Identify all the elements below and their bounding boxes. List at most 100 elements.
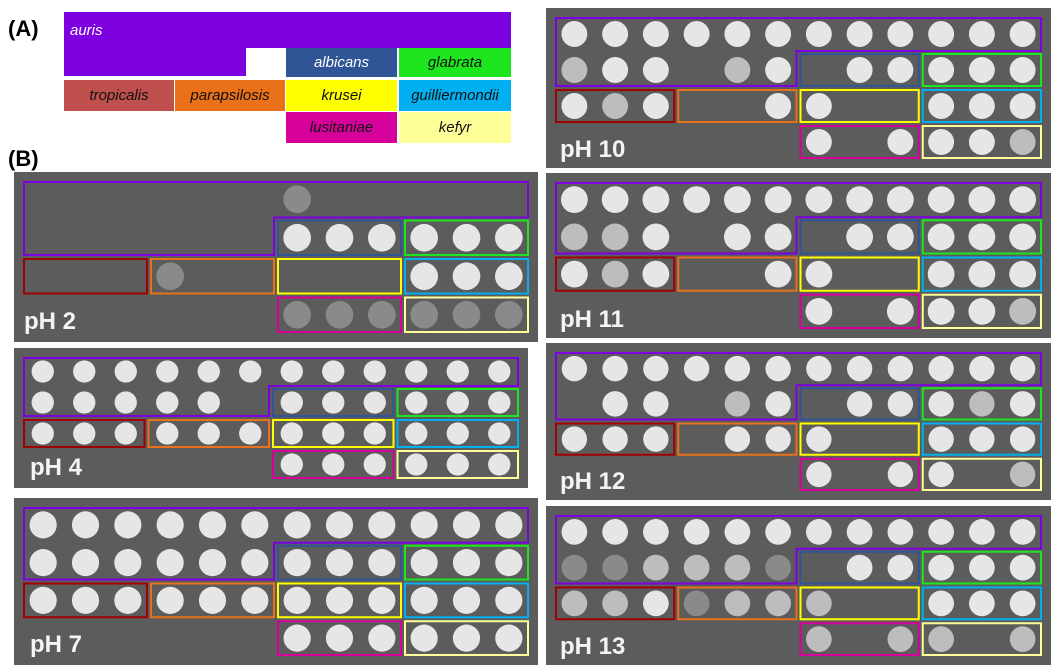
- yeast-spot: [1009, 223, 1037, 251]
- yeast-spot: [31, 422, 54, 445]
- yeast-spot: [283, 300, 312, 329]
- plate-ph13-spots: [555, 515, 1042, 656]
- outline-guilliermondii: [921, 422, 1042, 456]
- yeast-spot: [368, 549, 396, 577]
- yeast-spot: [642, 93, 669, 119]
- yeast-spot: [643, 426, 669, 452]
- panel-label-a: (A): [8, 16, 39, 41]
- yeast-spot: [928, 391, 954, 417]
- yeast-spot: [764, 223, 792, 251]
- yeast-spot: [887, 129, 914, 155]
- yeast-spot: [642, 260, 670, 288]
- yeast-spot: [405, 391, 428, 414]
- yeast-spot: [602, 426, 628, 452]
- yeast-spot: [602, 93, 629, 119]
- yeast-spot: [31, 360, 54, 383]
- yeast-spot: [723, 223, 751, 251]
- outline-parapsilosis: [150, 582, 275, 619]
- yeast-spot: [29, 586, 57, 614]
- yeast-spot: [602, 57, 629, 83]
- yeast-spot: [495, 549, 523, 577]
- yeast-spot: [561, 355, 588, 382]
- outline-guilliermondii: [396, 419, 519, 448]
- yeast-spot: [724, 519, 751, 545]
- plate-ph11-spots: [555, 182, 1042, 329]
- outline-glabrata: [921, 387, 1042, 421]
- yeast-spot: [968, 21, 995, 47]
- yeast-spot: [805, 260, 833, 288]
- yeast-spot: [806, 626, 832, 652]
- yeast-spot: [806, 355, 832, 382]
- yeast-spot: [602, 355, 628, 382]
- yeast-spot: [928, 21, 955, 47]
- yeast-spot: [1009, 297, 1037, 325]
- yeast-spot: [280, 422, 303, 445]
- yeast-spot: [765, 57, 792, 83]
- outline-tropicalis: [23, 419, 146, 448]
- yeast-spot: [683, 186, 711, 214]
- yeast-spot: [368, 586, 396, 614]
- outline-albicans: [799, 550, 920, 585]
- yeast-spot: [560, 186, 588, 214]
- outline-auris: [555, 515, 1042, 585]
- yeast-spot: [410, 511, 438, 539]
- yeast-spot: [928, 355, 954, 382]
- yeast-spot: [643, 554, 669, 581]
- outline-albicans: [799, 387, 920, 421]
- outline-lusitaniae: [799, 125, 920, 159]
- yeast-spot: [410, 549, 438, 577]
- yeast-spot: [488, 391, 511, 414]
- outline-parapsilosis: [677, 256, 798, 292]
- yeast-spot: [805, 21, 832, 47]
- yeast-spot: [446, 391, 469, 414]
- panel-label-b: (B): [8, 146, 39, 171]
- yeast-spot: [156, 422, 179, 445]
- yeast-spot: [71, 549, 100, 577]
- yeast-spot: [446, 360, 469, 383]
- outline-auris: [23, 507, 529, 581]
- outline-albicans: [277, 219, 402, 256]
- outline-kefyr: [396, 450, 519, 479]
- plate-ph12-spots: [555, 352, 1042, 491]
- outline-lusitaniae: [277, 296, 402, 333]
- plate-ph4: pH 4: [14, 348, 528, 488]
- outline-guilliermondii: [404, 258, 529, 295]
- yeast-spot: [602, 590, 628, 617]
- yeast-spot: [410, 262, 439, 291]
- yeast-spot: [887, 57, 914, 83]
- outline-parapsilosis: [150, 258, 275, 295]
- yeast-spot: [969, 519, 995, 545]
- outline-albicans: [799, 219, 920, 255]
- yeast-spot: [197, 391, 220, 414]
- yeast-spot: [1009, 21, 1036, 47]
- yeast-spot: [488, 422, 511, 445]
- yeast-spot: [1009, 590, 1036, 617]
- yeast-spot: [452, 624, 481, 652]
- yeast-spot: [156, 391, 179, 414]
- outline-krusei: [277, 258, 402, 295]
- yeast-spot: [724, 355, 751, 382]
- outline-lusitaniae: [272, 450, 395, 479]
- yeast-spot: [887, 519, 914, 545]
- yeast-spot: [488, 360, 511, 383]
- yeast-spot: [846, 519, 873, 545]
- yeast-spot: [31, 391, 54, 414]
- plate-ph10: pH 10: [546, 8, 1051, 168]
- yeast-spot: [452, 586, 481, 614]
- outline-glabrata: [921, 219, 1042, 255]
- yeast-spot: [643, 355, 669, 382]
- yeast-spot: [283, 586, 311, 614]
- outline-tropicalis: [23, 258, 148, 295]
- ph-label: pH 2: [24, 308, 77, 335]
- outline-tropicalis: [23, 582, 148, 619]
- yeast-spot: [683, 590, 710, 617]
- yeast-spot: [765, 519, 791, 545]
- outline-auris: [555, 182, 1042, 255]
- yeast-spot: [724, 554, 751, 581]
- yeast-spot: [643, 391, 669, 417]
- outline-parapsilosis: [677, 586, 798, 621]
- yeast-spot: [601, 223, 629, 251]
- yeast-spot: [368, 624, 396, 652]
- yeast-spot: [325, 586, 354, 614]
- yeast-spot: [322, 391, 345, 414]
